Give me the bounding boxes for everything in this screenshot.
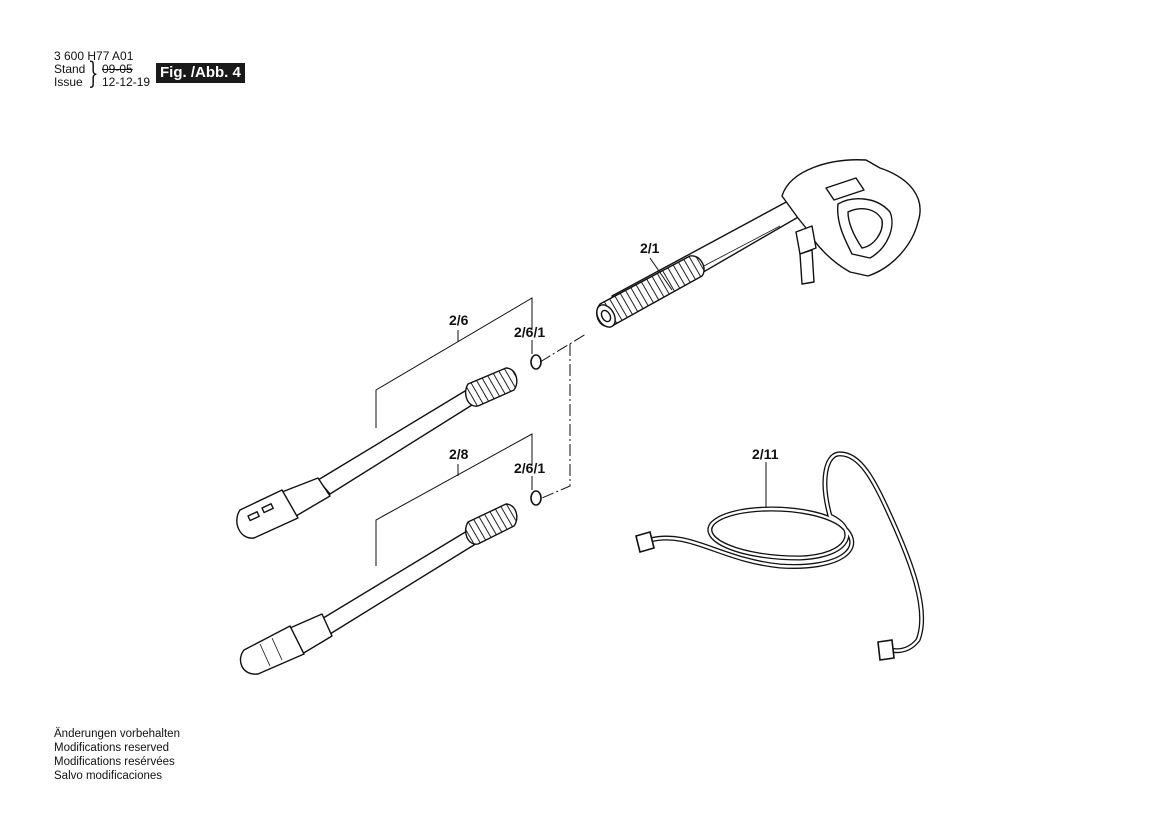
upper-nozzle-slot (261, 503, 274, 514)
gun-barrel-groove (699, 225, 781, 269)
stand-label: Stand (54, 62, 86, 76)
part-number: 3 600 H77 A01 (54, 49, 134, 63)
brace-icon: } (88, 56, 99, 91)
lower-oring-part (530, 490, 542, 506)
lower-nozzle-rib (271, 637, 283, 661)
footer-note-en: Modifications reserved (54, 742, 170, 754)
assembly-centerline (539, 333, 587, 499)
new-date: 12-12-19 (102, 75, 151, 89)
upper-oring-part (530, 354, 542, 370)
hose-nut-right (877, 639, 895, 661)
bracket-lower-lance (375, 433, 533, 566)
figure-badge: Fig. /Abb. 4 (156, 63, 245, 83)
callout-hose: 2/11 (752, 446, 779, 462)
callout-upper-oring: 2/6/1 (514, 324, 546, 340)
lower-lance-tube (319, 527, 483, 635)
issue-label: Issue (54, 75, 83, 89)
footer-note-es: Salvo modificaciones (54, 770, 163, 782)
upper-lance-tube (317, 387, 481, 495)
gun-trigger (847, 208, 883, 249)
lower-lance-part (239, 503, 518, 675)
hose-part (635, 451, 925, 661)
hose-nut-left (635, 531, 655, 553)
old-date: 09-05 (102, 62, 133, 76)
callout-lower-oring: 2/6/1 (514, 460, 546, 476)
callout-upper-lance: 2/6 (449, 312, 469, 328)
gun-outlet-bore (600, 309, 612, 323)
upper-lance-grip (464, 367, 518, 407)
gun-hose-nut (795, 225, 817, 255)
bracket-upper-lance (375, 297, 533, 428)
upper-nozzle-head (236, 489, 299, 539)
spray-gun-part (596, 159, 921, 328)
leader-gun (649, 257, 673, 291)
lower-nozzle-rib (259, 643, 271, 667)
upper-lance-part (236, 367, 518, 539)
lower-nozzle-head (239, 625, 305, 675)
footer-note-de: Änderungen vorbehalten (54, 728, 180, 740)
callout-lower-lance: 2/8 (449, 446, 469, 462)
gun-safety-lock (825, 177, 865, 201)
lower-lance-grip (464, 503, 518, 545)
upper-nozzle-slot (247, 511, 260, 522)
hose-line-outer (647, 451, 925, 654)
callout-gun: 2/1 (640, 240, 660, 256)
gun-hose-nipple (799, 249, 815, 285)
hose-line-inner (648, 452, 923, 652)
footer-note-fr: Modifications resérvées (54, 756, 175, 768)
